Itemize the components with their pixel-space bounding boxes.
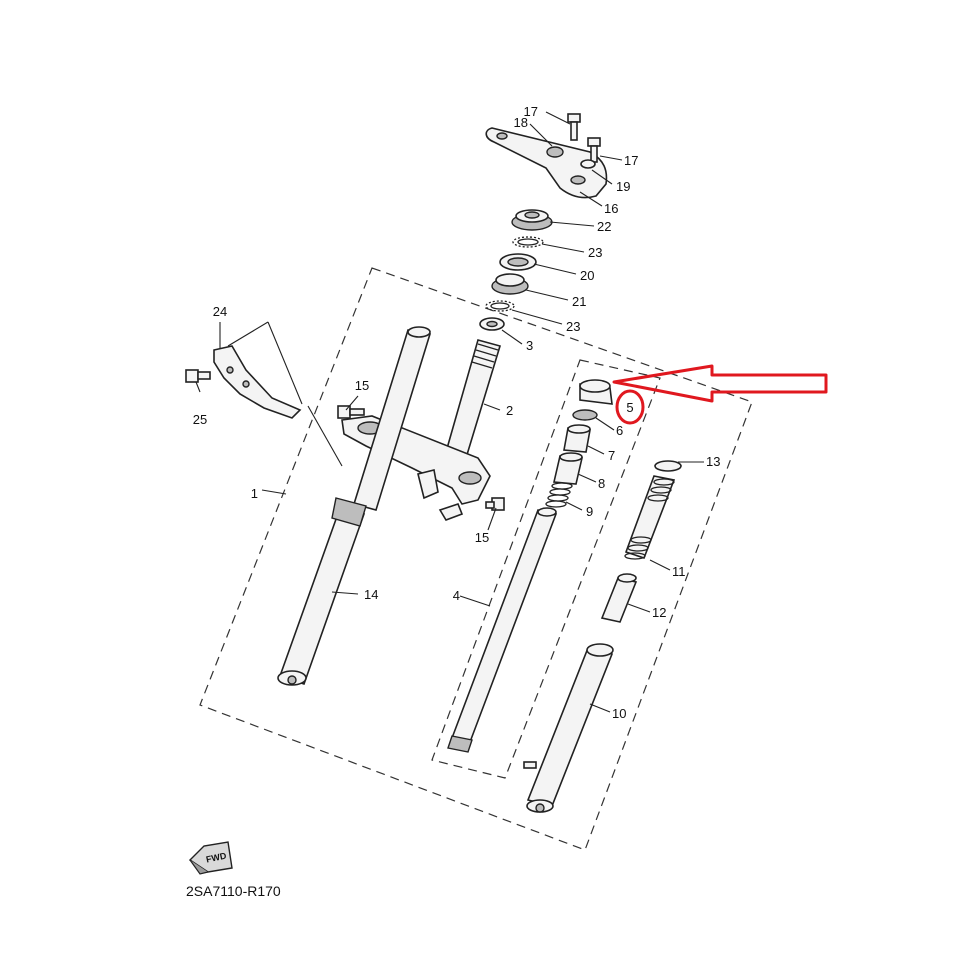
callout-17: 17 (524, 104, 538, 119)
callout-15: 15 (355, 378, 369, 393)
highlight-arrow (612, 364, 828, 403)
callout-3: 3 (526, 338, 533, 353)
callout-18: 18 (514, 115, 528, 130)
steering-stem-part-2 (445, 339, 502, 459)
callout-23: 23 (566, 319, 580, 334)
outer-tube-part-14 (277, 497, 367, 686)
callout-8: 8 (598, 476, 605, 491)
spring-part-11 (624, 475, 676, 560)
bearing-part-23-lower (485, 300, 515, 312)
callout-16: 16 (604, 201, 618, 216)
inner-tube-assembly-boundary (431, 359, 661, 779)
callout-20: 20 (580, 268, 594, 283)
cap-part-5 (579, 379, 613, 405)
callout-4: 4 (453, 588, 460, 603)
leader-lines (195, 111, 704, 713)
collar-part-7 (563, 424, 591, 453)
callout-1: 1 (251, 486, 258, 501)
callout-7: 7 (608, 448, 615, 463)
washer-part-19 (580, 159, 596, 169)
callout-12: 12 (652, 605, 666, 620)
headlight-bracket-part-24 (213, 345, 302, 419)
spring-part-9 (545, 482, 573, 508)
fwd-label: FWD (205, 850, 228, 864)
inner-tube-left (352, 326, 432, 511)
inner-tube-part-4 (447, 507, 558, 753)
callout-14: 14 (364, 587, 378, 602)
callout-2: 2 (506, 403, 513, 418)
cylinder-part-12 (600, 573, 638, 623)
callout-5: 5 (626, 400, 633, 415)
bolt-part-15-upper (337, 405, 365, 419)
callout-22: 22 (597, 219, 611, 234)
bearing-part-23-upper (512, 236, 544, 248)
front-fork-assembly-boundary (199, 267, 753, 851)
upper-bracket-part-16 (485, 127, 608, 199)
circlip-part-6 (572, 409, 598, 421)
ball-race-part-22 (511, 209, 553, 231)
callout-9: 9 (586, 504, 593, 519)
bolt-part-17-left (567, 113, 581, 141)
callout-24: 24 (213, 304, 227, 319)
callout-6: 6 (616, 423, 623, 438)
ball-race-part-21 (491, 273, 529, 295)
callout-17: 17 (624, 153, 638, 168)
bolt-part-25 (185, 369, 211, 383)
seal-part-13 (654, 460, 682, 472)
callout-21: 21 (572, 294, 586, 309)
fwd-direction-icon: FWD (188, 841, 233, 875)
bolt-part-15-lower (485, 497, 505, 511)
callout-15: 15 (475, 530, 489, 545)
callout-25: 25 (193, 412, 207, 427)
callout-10: 10 (612, 706, 626, 721)
outer-tube-part-10 (523, 643, 614, 813)
callout-11: 11 (672, 564, 686, 579)
diagram-code: 2SA7110-R170 (186, 883, 281, 899)
callout-13: 13 (706, 454, 720, 469)
highlight-circle (615, 389, 645, 425)
callout-23: 23 (588, 245, 602, 260)
ball-race-part-20 (499, 253, 537, 271)
callout-19: 19 (616, 179, 630, 194)
bushing-part-8 (553, 452, 583, 485)
race-part-3 (479, 317, 505, 331)
